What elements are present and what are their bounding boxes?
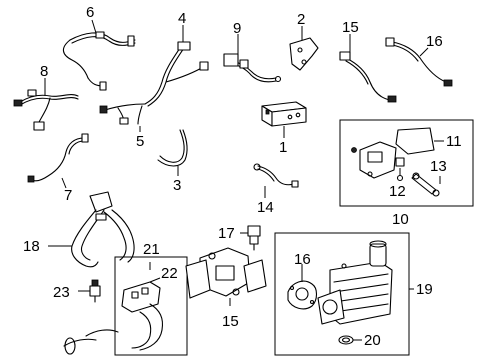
callout-23: 23 — [53, 284, 70, 301]
callout-10: 10 — [392, 211, 409, 228]
callout-15a: 15 — [342, 19, 359, 36]
part-18-hose — [71, 191, 135, 268]
callout-19: 19 — [416, 281, 433, 298]
part-15-egr-valve — [185, 247, 267, 299]
part-23-sensor — [89, 279, 101, 303]
part-17-sensor — [247, 225, 261, 251]
part-16-sensor — [385, 37, 453, 87]
part-20-seal — [338, 335, 354, 345]
callout-22: 22 — [161, 265, 178, 282]
leader-6 — [91, 19, 97, 34]
part-1-module — [261, 101, 307, 127]
callout-16b: 16 — [294, 251, 311, 268]
detail-box-21 — [114, 256, 188, 356]
callout-1: 1 — [279, 139, 287, 156]
leader-7 — [61, 177, 67, 189]
callout-20: 20 — [364, 332, 381, 349]
callout-3: 3 — [173, 177, 181, 194]
part-16-gasket — [287, 280, 318, 310]
leader-22 — [149, 277, 161, 283]
callout-15b: 15 — [222, 313, 239, 330]
callout-8: 8 — [40, 63, 48, 80]
callout-4: 4 — [178, 10, 186, 27]
part-11-gasket — [395, 127, 435, 155]
detail-box-19 — [274, 232, 410, 356]
callout-11: 11 — [446, 133, 462, 150]
callout-14: 14 — [257, 199, 274, 216]
part-9-harness — [223, 53, 282, 83]
part-3-tube — [157, 129, 188, 167]
callout-7: 7 — [64, 187, 72, 204]
callout-9: 9 — [233, 20, 241, 37]
part-21-harness — [63, 329, 119, 355]
callout-13: 13 — [430, 158, 447, 175]
callout-6: 6 — [86, 4, 94, 21]
part-13-pipe — [411, 172, 440, 197]
part-7-tube — [27, 133, 89, 183]
part-5-harness — [117, 105, 143, 125]
callout-21: 21 — [143, 241, 160, 258]
leader-16a — [419, 47, 429, 57]
callout-5: 5 — [136, 133, 144, 150]
callout-2: 2 — [297, 11, 305, 28]
detail-box-10 — [339, 119, 474, 207]
part-6-harness — [62, 31, 136, 91]
callout-12: 12 — [389, 183, 406, 200]
part-19-cooler — [317, 240, 393, 325]
callout-16a: 16 — [426, 33, 443, 50]
part-2-bracket — [289, 37, 319, 71]
part-8-harness — [13, 89, 79, 131]
callout-18: 18 — [23, 238, 40, 255]
part-10-valve — [351, 141, 397, 179]
part-4-harness — [99, 41, 209, 114]
callout-17: 17 — [218, 225, 235, 242]
part-15-sensor — [339, 51, 397, 103]
part-22-connector — [121, 281, 164, 351]
part-14-tube — [253, 163, 299, 188]
